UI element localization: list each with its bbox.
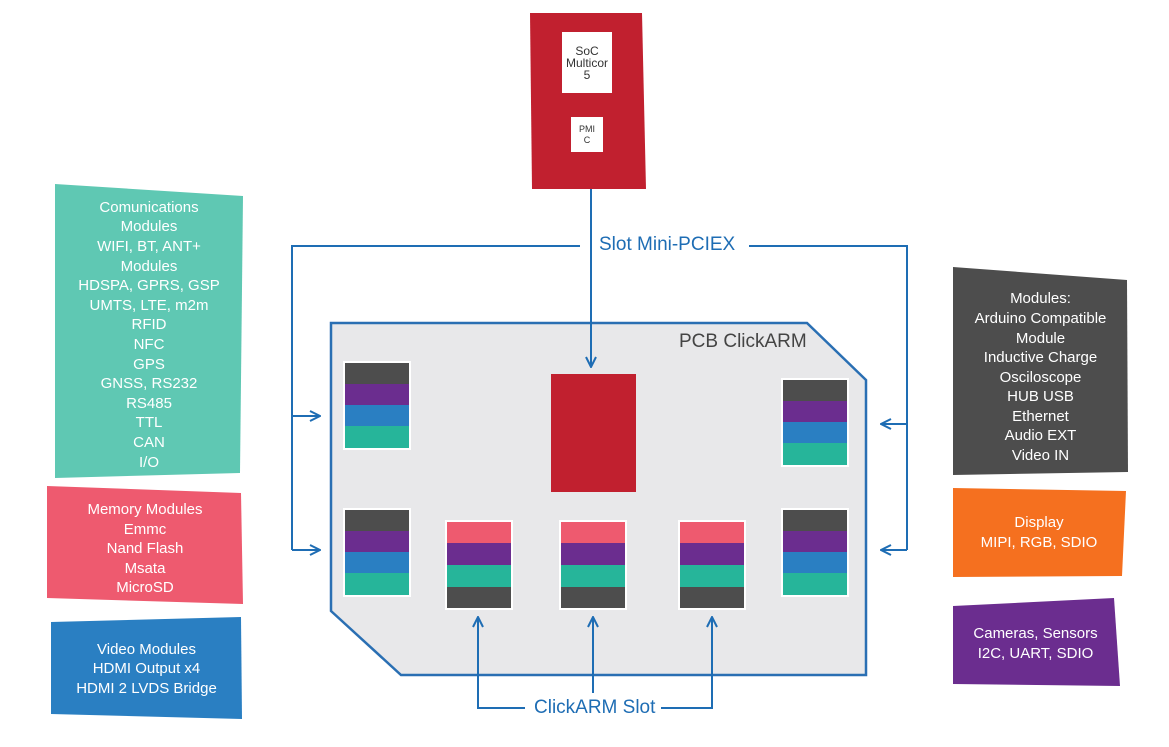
pmic-chip-label: PMI C bbox=[571, 117, 603, 152]
clickarm-module-3 bbox=[678, 520, 746, 610]
modules-line: Inductive Charge bbox=[983, 349, 1098, 367]
soc-card bbox=[530, 13, 646, 189]
modules-line: Ethernet bbox=[1012, 407, 1069, 425]
modules-panel bbox=[953, 267, 1128, 475]
display-line: MIPI, RGB, SDIO bbox=[980, 534, 1098, 551]
cameras-line: I2C, UART, SDIO bbox=[977, 645, 1094, 662]
comm-line: GNSS, RS232 bbox=[100, 375, 198, 393]
soc-chip bbox=[562, 32, 612, 93]
communications-panel bbox=[55, 184, 243, 478]
comm-line: Comunications bbox=[99, 198, 199, 216]
memory-panel bbox=[47, 486, 243, 604]
soc-chip-label: SoC Multicor 5 bbox=[562, 32, 612, 93]
clickarm-bracket-left bbox=[478, 617, 525, 709]
memory-line: Nand Flash bbox=[106, 540, 184, 558]
slot-mini-pciex-label: Slot Mini-PCIEX bbox=[593, 234, 742, 256]
comm-line: I/O bbox=[138, 453, 159, 471]
pcb-clickarm-label: PCB ClickARM bbox=[679, 331, 807, 352]
comm-line: TTL bbox=[135, 414, 163, 432]
clickarm-slot-label: ClickARM Slot bbox=[528, 697, 662, 719]
cameras-panel bbox=[953, 598, 1120, 686]
modules-line: Module bbox=[1015, 329, 1066, 347]
memory-line: Memory Modules bbox=[87, 501, 203, 519]
comm-line: CAN bbox=[133, 433, 165, 451]
cameras-line: Cameras, Sensors bbox=[973, 625, 1098, 643]
comm-line: UMTS, LTE, m2m bbox=[89, 296, 209, 314]
comm-line: RFID bbox=[131, 316, 167, 334]
communications-text: Comunications Modules WIFI, BT, ANT+ Mod… bbox=[55, 194, 243, 476]
memory-line: Emmc bbox=[123, 520, 167, 538]
display-line: Display bbox=[1014, 514, 1064, 532]
video-line: HDMI Output x4 bbox=[92, 660, 201, 678]
comm-line: WIFI, BT, ANT+ bbox=[97, 238, 201, 256]
modules-line: Video IN bbox=[1011, 447, 1070, 465]
slot-module-top-left bbox=[343, 361, 411, 450]
pciex-bracket-right bbox=[749, 245, 908, 550]
slot-module-top-right bbox=[781, 378, 849, 467]
pmic-line-2: C bbox=[583, 134, 591, 145]
clickarm-module-2 bbox=[559, 520, 627, 610]
pcb-soc-slot bbox=[551, 374, 636, 492]
memory-line: Msata bbox=[124, 559, 166, 577]
comm-line: GPS bbox=[133, 355, 165, 373]
comm-line: NFC bbox=[133, 336, 165, 353]
comm-line: RS485 bbox=[126, 394, 172, 412]
pciex-bracket-left bbox=[291, 245, 580, 550]
soc-line-1: SoC bbox=[575, 43, 599, 58]
slot-module-bottom-right bbox=[781, 508, 849, 597]
memory-text: Memory Modules Emmc Nand Flash Msata Mic… bbox=[47, 496, 243, 602]
video-line: Video Modules bbox=[97, 640, 196, 658]
modules-line: HUB USB bbox=[1007, 388, 1074, 406]
comm-line: HDSPA, GPRS, GSP bbox=[78, 277, 220, 295]
modules-line: Modules: bbox=[1010, 290, 1071, 308]
modules-line: Arduino Compatible bbox=[974, 309, 1107, 327]
modules-line: Audio EXT bbox=[1004, 427, 1077, 445]
comm-line: Modules bbox=[120, 257, 178, 275]
pmic-chip bbox=[571, 117, 603, 152]
video-text: Video Modules HDMI Output x4 HDMI 2 LVDS… bbox=[51, 624, 242, 714]
display-panel bbox=[953, 488, 1126, 577]
soc-line-2: Multicor bbox=[565, 55, 608, 70]
clickarm-bracket-right bbox=[659, 617, 712, 709]
clickarm-module-1 bbox=[445, 520, 513, 610]
modules-text: Modules: Arduino Compatible Module Induc… bbox=[953, 280, 1128, 475]
modules-line: Osciloscope bbox=[999, 368, 1082, 386]
video-line: HDMI 2 LVDS Bridge bbox=[76, 679, 217, 697]
soc-line-3: 5 bbox=[583, 67, 591, 82]
video-panel bbox=[51, 617, 242, 719]
comm-line: Modules bbox=[120, 218, 178, 236]
pmic-line-1: PMI bbox=[578, 123, 595, 134]
cameras-text: Cameras, Sensors I2C, UART, SDIO bbox=[953, 602, 1118, 686]
memory-line: MicroSD bbox=[116, 579, 174, 597]
slot-module-bottom-left bbox=[343, 508, 411, 597]
display-text: Display MIPI, RGB, SDIO bbox=[953, 490, 1125, 576]
